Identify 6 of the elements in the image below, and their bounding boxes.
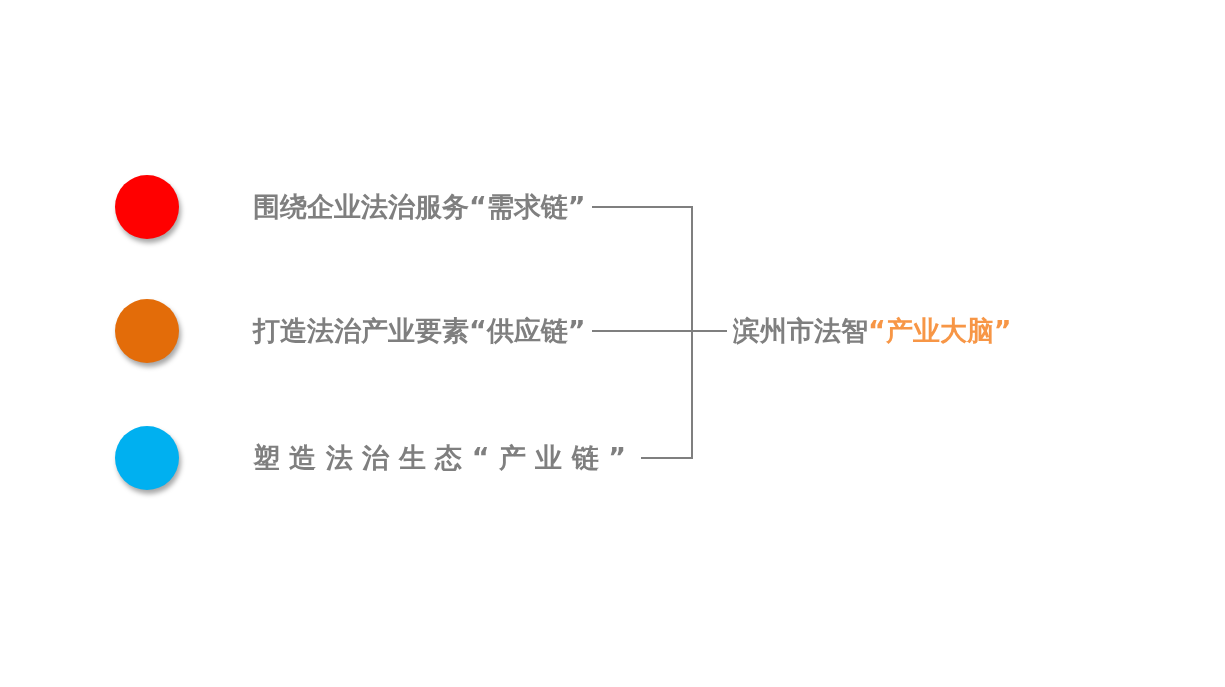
item-text: 滨州市法智	[733, 315, 868, 346]
bracket-line	[640, 330, 728, 459]
item-text: 围绕企业法治服务“需求链”	[253, 191, 586, 222]
item-text: 塑造法治生态“产业链”	[253, 442, 636, 473]
item-text: 打造法治产业要素“供应链”	[253, 315, 586, 346]
highlight-text: “产业大脑”	[868, 315, 1012, 346]
